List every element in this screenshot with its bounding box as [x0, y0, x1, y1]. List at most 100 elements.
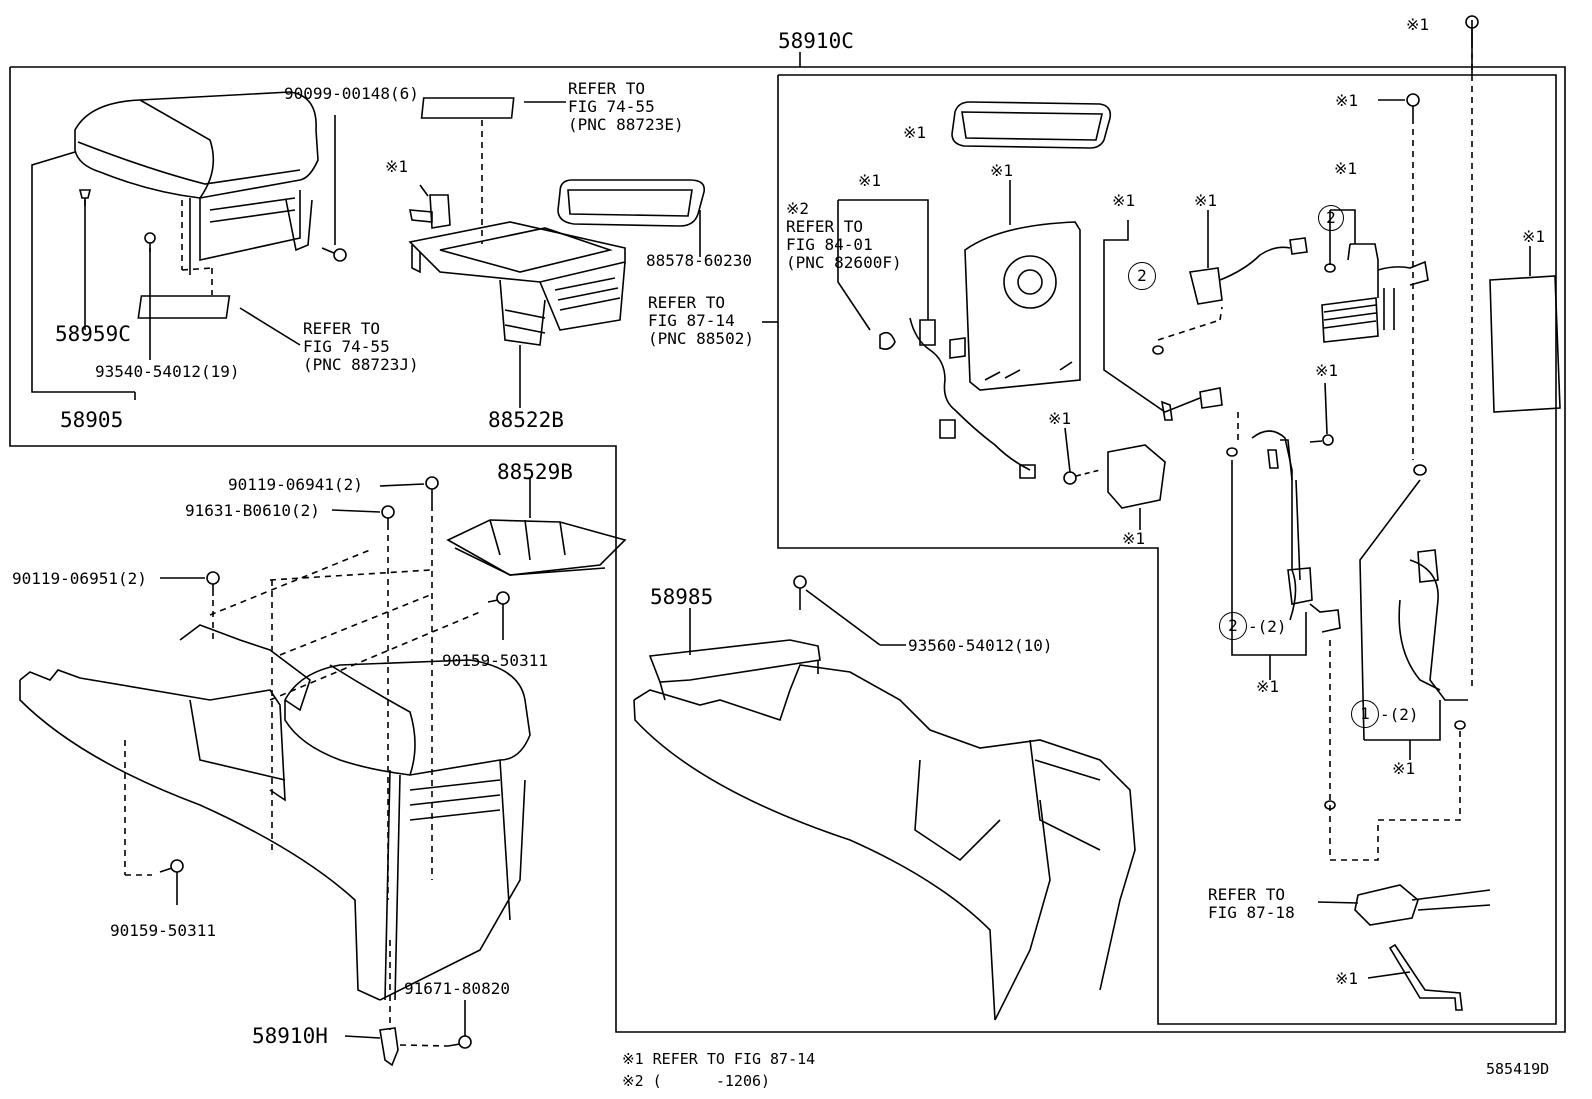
switch-mark1: [409, 194, 451, 229]
shift-cable-b: [1359, 479, 1468, 741]
label-58959C: 58959C: [55, 322, 131, 346]
shift-rod-leader: [1367, 971, 1411, 979]
label-mark1-module-bolt: ※1: [1048, 409, 1072, 428]
clip-93560-leader: [805, 589, 881, 646]
label-refer-87-18: REFER TO FIG 87-18: [1208, 885, 1295, 922]
circle-2-b: 2: [1318, 205, 1344, 231]
label-58910C: 58910C: [778, 29, 854, 53]
gasket-88578: [557, 179, 706, 227]
console-tray-88522B: [408, 221, 626, 346]
grommet-plate: [1489, 275, 1561, 413]
circle-2-a: 2: [1128, 262, 1156, 290]
label-mark1-switch: ※1: [385, 157, 409, 176]
gasket-top-inner: [961, 111, 1104, 141]
screw-06941-leader: [379, 483, 425, 487]
harness-leader-2: [838, 199, 929, 320]
label-mark1-plate: ※1: [1522, 227, 1546, 246]
cable-leader: [1231, 460, 1307, 656]
bolt-90159-a: [487, 591, 510, 605]
label-mark1-rod: ※1: [1335, 969, 1359, 988]
ring-1: [1413, 464, 1427, 476]
small-module: [1063, 444, 1166, 509]
label-qty-2a: -(2): [1248, 617, 1287, 636]
armrest-lid: [74, 91, 319, 275]
label-90099-00148: 90099-00148(6): [284, 84, 419, 103]
bolt-90099: [321, 247, 347, 262]
label-refer-87-14: REFER TO FIG 87-14 (PNC 88502): [648, 293, 754, 348]
switch-leader: [419, 184, 429, 197]
label-58910H: 58910H: [252, 1024, 328, 1048]
label-mark1-ashtray: ※1: [990, 161, 1014, 180]
bolt-top-right: [1465, 15, 1479, 42]
screw-90119-06941: [425, 476, 439, 505]
label-93560-54012: 93560-54012(10): [908, 636, 1053, 655]
bolt-90159-b: [159, 859, 184, 873]
bolt-upper-right: [1406, 93, 1420, 460]
label-mark1-cable-bolt: ※1: [1315, 361, 1339, 380]
label-mark1-harness: ※1: [858, 171, 882, 190]
label-mark1-gasket: ※1: [903, 123, 927, 142]
label-91631-B0610: 91631-B0610(2): [185, 501, 320, 520]
gasket-88578-inner: [567, 189, 693, 217]
ashtray-panel: [964, 221, 1081, 391]
label-91671-80820: 91671-80820: [404, 979, 510, 998]
clip-58959C: [78, 189, 92, 206]
label-refer-74-55-j: REFER TO FIG 74-55 (PNC 88723J): [303, 319, 419, 374]
label-mark1-top: ※1: [1406, 15, 1430, 34]
dash-lines-lower-left: [124, 505, 481, 900]
label-90119-06951: 90119-06951(2): [12, 569, 147, 588]
label-mark1-bolt-upper: ※1: [1335, 91, 1359, 110]
footnote-2: ※2 ( -1206): [622, 1072, 771, 1090]
label-88522B: 88522B: [488, 408, 564, 432]
label-mark1-cable-b: ※1: [1392, 759, 1416, 778]
console-body-lower-right: [633, 639, 1136, 1021]
label-90159-50311-b: 90159-50311: [110, 921, 216, 940]
shifter-base: [1354, 884, 1491, 926]
armrest-leader-lines: [31, 115, 336, 400]
label-93540-54012: 93540-54012(19): [95, 362, 240, 381]
ring-1b: [1454, 720, 1466, 730]
bracket-leader: [344, 1035, 381, 1039]
label-mark1-cable: ※1: [1256, 677, 1280, 696]
bracket-58910H: [379, 1027, 472, 1067]
usb-unit: [1321, 243, 1429, 343]
bin-88529B: [446, 519, 627, 576]
label-mark1-module: ※1: [1122, 529, 1146, 548]
circle-2-c: 2: [1219, 612, 1247, 640]
label-90159-50311-a: 90159-50311: [442, 651, 548, 670]
cable-b-leader: [1364, 700, 1441, 741]
module-bolt-leader: [1064, 427, 1071, 473]
ring-2a: [1226, 447, 1238, 457]
bolt-cable-leader: [1324, 382, 1328, 435]
console-body-lower-left: [19, 624, 531, 1001]
label-mark1-usb: ※1: [1334, 159, 1358, 178]
refer-87-18-leader: [1317, 901, 1359, 904]
label-mark1-ipod: ※1: [1194, 191, 1218, 210]
dash-d: [1330, 730, 1461, 861]
ring-c: [1324, 800, 1336, 810]
cable-assembly-a: [1103, 220, 1223, 421]
label-qty-2b: -(2): [1380, 705, 1419, 724]
shift-cable: [1251, 430, 1341, 633]
label-58905: 58905: [60, 408, 124, 432]
footnote-1: ※1 REFER TO FIG 87-14: [622, 1050, 816, 1068]
wire-harness-82600F: [879, 317, 1036, 479]
label-58985: 58985: [650, 585, 714, 609]
label-refer-74-55-e: REFER TO FIG 74-55 (PNC 88723E): [568, 79, 684, 134]
screw-90119-06951: [206, 571, 220, 596]
plate-88723J: [137, 295, 231, 319]
gasket-top: [951, 101, 1112, 149]
screw-91631: [381, 505, 395, 530]
ipod-connector: [1189, 237, 1308, 305]
shift-rod: [1388, 943, 1463, 1011]
plate-88723E: [420, 97, 515, 119]
label-88529B: 88529B: [497, 460, 573, 484]
screw-93540: [144, 232, 156, 252]
clip-93560: [793, 575, 807, 610]
label-88578-60230: 88578-60230: [646, 251, 752, 270]
bolt-cable: [1309, 434, 1334, 446]
frame-lines: [9, 20, 1566, 1033]
screw-91631-leader: [331, 509, 381, 513]
